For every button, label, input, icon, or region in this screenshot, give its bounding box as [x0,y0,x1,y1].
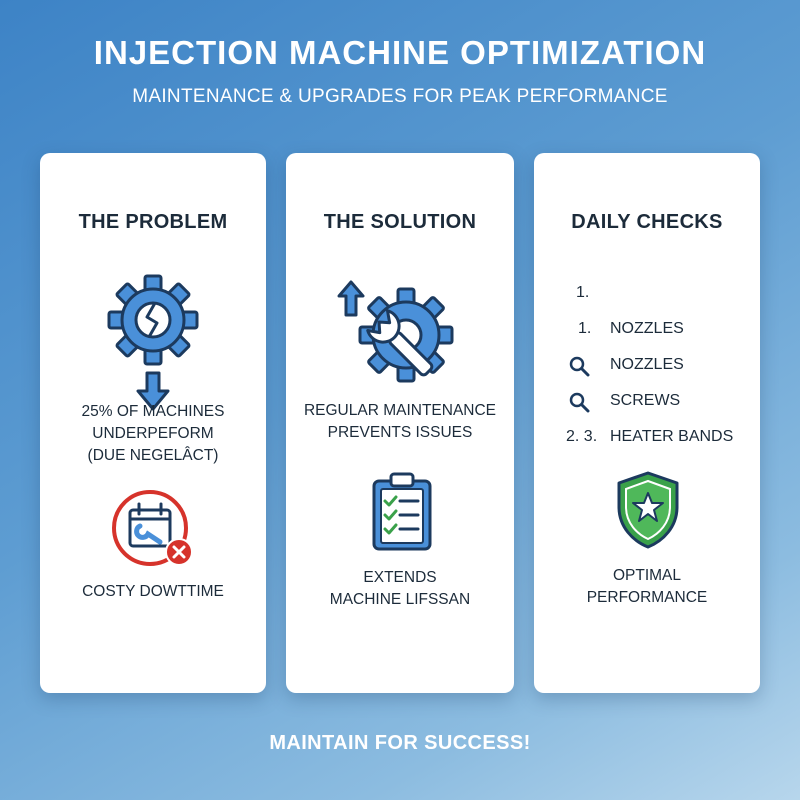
checks-heading: DAILY CHECKS [571,211,723,233]
check-item: NOZZLES [534,353,760,377]
up-arrow-icon [337,280,365,317]
check-item-label: NOZZLES [610,356,684,373]
downtime-text: COSTY DOWTTIME [82,583,224,600]
error-x-icon [165,538,193,566]
problem-stat-text: 25% OF MACHINES UNDERPEFORM (DUE NEGELÂ… [81,403,225,464]
check-item-label: SCREWS [610,392,681,409]
page-subtitle: MAINTENANCE & UPGRADES FOR PEAK PERFORMA… [132,86,668,107]
lifespan-text: EXTENDS MACHINE LIFSSAN [329,569,471,608]
performance-text: OPTIMAL PERFORMANCE [586,567,708,606]
checks-card: DAILY CHECKS 1. 1. NOZZLES NOZZLES SCREW… [534,153,760,693]
magnifier-icon [569,392,590,413]
broken-gear-icon [107,274,199,366]
maintenance-text: REGULAR MAINTENANCE PREVENTS ISSUES [303,402,497,441]
down-arrow-icon [136,371,170,411]
solution-heading: THE SOLUTION [323,211,477,233]
check-item: 1. NOZZLES [534,317,760,341]
problem-card: THE PROBLEM 25% OF MACHINES UNDERPEFORM … [40,153,266,693]
check-item-marker: 1. [576,284,590,301]
checklist-clipboard-icon [372,472,432,551]
check-item-marker: 2. 3. [566,428,598,445]
magnifier-icon [569,356,590,377]
check-item-marker: 1. [578,320,592,337]
problem-heading: THE PROBLEM [78,211,228,233]
check-item: SCREWS [534,389,760,413]
footer-tagline: MAINTAIN FOR SUCCESS! [269,732,531,754]
gear-wrench-icon [358,287,454,383]
shield-star-icon [617,471,679,549]
check-item: 1. [534,281,760,305]
solution-card: THE SOLUTION REGULAR MAINTENANCE PREVENT… [286,153,514,693]
page-title: INJECTION MACHINE OPTIMIZATION [93,34,707,71]
check-item-label: NOZZLES [610,320,684,337]
check-item: 2. 3. HEATER BANDS [534,425,760,449]
check-item-label: HEATER BANDS [610,428,734,445]
